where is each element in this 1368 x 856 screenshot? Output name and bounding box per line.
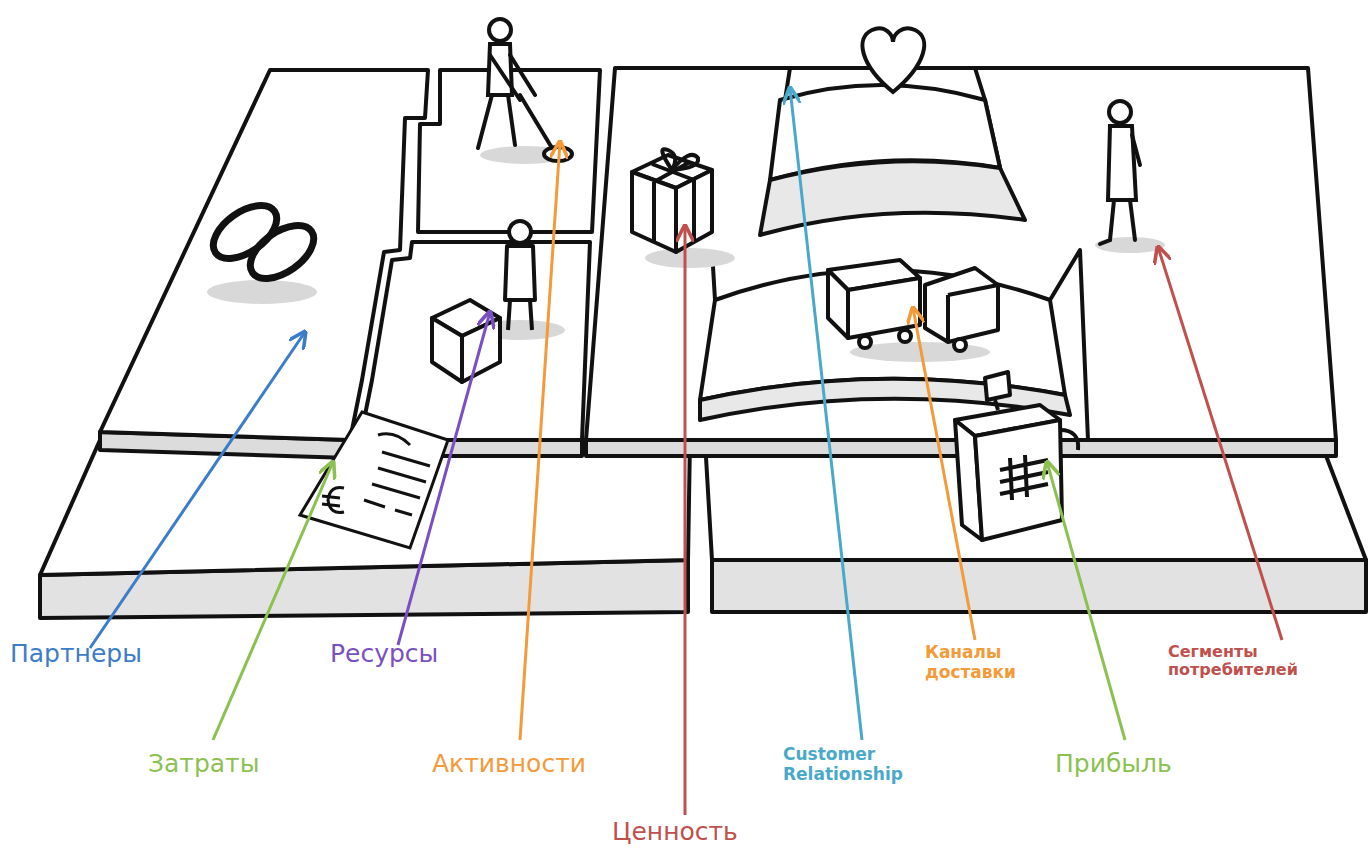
leader-arrow: [913, 308, 975, 640]
display: [985, 372, 1010, 400]
cab-edge: [948, 285, 998, 342]
head: [1109, 101, 1131, 123]
arms: [490, 55, 535, 100]
ring: [241, 215, 323, 289]
leader-arrow: [213, 462, 333, 740]
callout-label: Ценность: [612, 818, 738, 847]
handle: [1060, 430, 1078, 450]
leader-arrow: [1047, 462, 1125, 740]
leader-lines: [90, 88, 1282, 815]
wheel: [954, 339, 966, 351]
paper-lines: [364, 434, 430, 515]
callout-label: Сегменты потребителей: [1168, 643, 1343, 680]
leader-arrow: [398, 312, 490, 645]
paper: [300, 412, 448, 548]
right-panel: [586, 68, 1336, 440]
box-side: [432, 318, 462, 382]
legs: [478, 95, 515, 148]
chain-icon: [204, 195, 323, 289]
display-post: [995, 400, 998, 410]
euro-mark: [322, 488, 344, 513]
activities-panel: [418, 70, 600, 232]
leader-arrow: [1158, 247, 1282, 640]
shovel: [520, 95, 552, 148]
panel-divider: [712, 250, 1088, 440]
resource-icon: [432, 221, 535, 382]
resources-panel: [360, 242, 590, 440]
trailer-front: [848, 278, 920, 338]
shadow: [1095, 237, 1165, 253]
callout-label: Customer Relationship: [783, 745, 938, 784]
legs: [1100, 200, 1135, 244]
register-front: [975, 420, 1062, 540]
legs: [508, 300, 532, 330]
worker-icon: [478, 19, 572, 161]
shadow: [207, 280, 317, 304]
trailer-side: [828, 270, 848, 338]
customer-icon: [1100, 101, 1140, 244]
body: [505, 246, 535, 300]
callout-label: Затраты: [148, 750, 259, 779]
leader-arrow: [684, 226, 687, 815]
head: [509, 221, 531, 243]
slab-front: [712, 560, 1366, 612]
leader-arrow: [790, 88, 862, 740]
arm: [1132, 135, 1140, 165]
right-board: [586, 68, 1336, 456]
heart-icon: [862, 28, 924, 92]
leader-arrow: [520, 142, 560, 740]
callout-label: Ресурсы: [330, 640, 438, 669]
keys: [1000, 455, 1048, 500]
head: [489, 19, 511, 41]
callout-label: Партнеры: [10, 640, 142, 669]
gift-icon: [632, 149, 712, 252]
invoice-icon: [300, 412, 448, 548]
ribbon: [652, 162, 694, 242]
callout-label: Прибыль: [1055, 750, 1172, 779]
left-board: [100, 70, 600, 458]
register-icon: [955, 372, 1078, 540]
wheel: [899, 330, 911, 342]
cab: [925, 268, 998, 342]
bow: [662, 149, 698, 170]
wheel: [859, 336, 871, 348]
callout-label: Каналы доставки: [925, 643, 1035, 682]
shadow: [645, 248, 735, 268]
truck-icon: [828, 260, 998, 351]
callout-label: Активности: [432, 750, 586, 779]
